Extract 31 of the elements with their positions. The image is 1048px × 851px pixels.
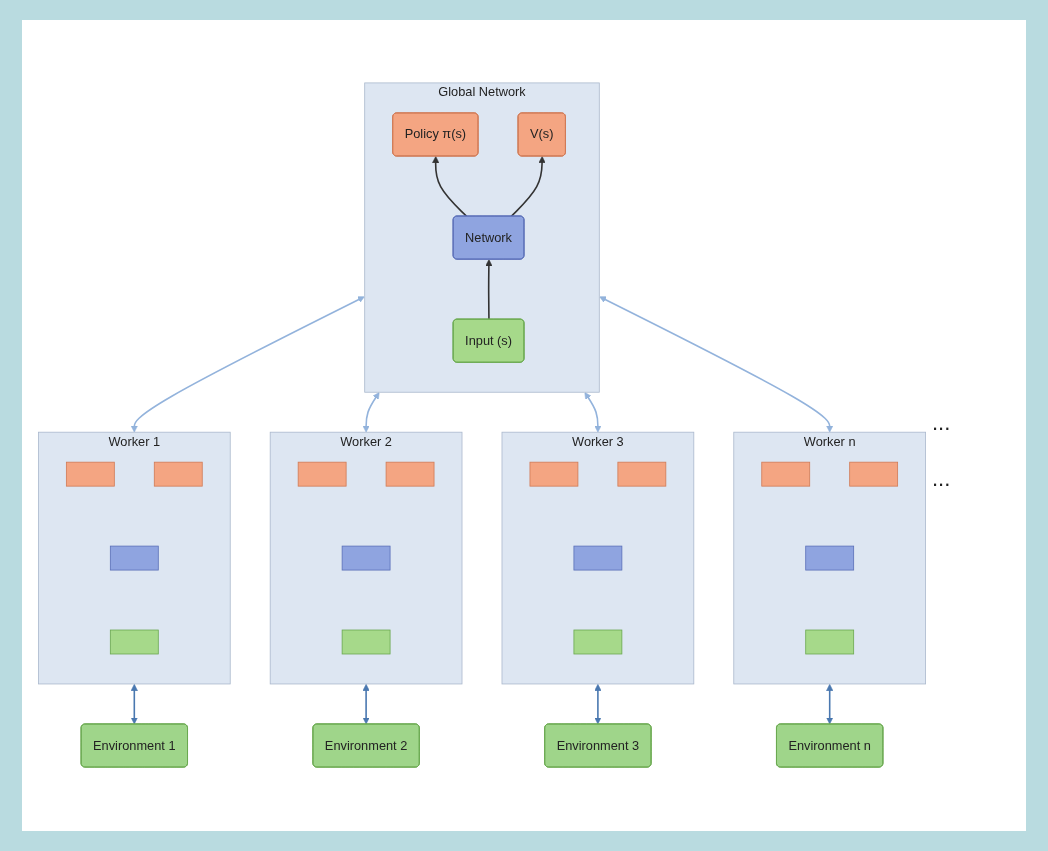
node-box [849,461,899,487]
node-box [761,461,811,487]
cluster: Worker 2 [269,431,463,685]
node-box [805,545,855,571]
arrow [362,392,380,433]
arrow [594,683,602,725]
arrow [584,392,602,433]
node-box [109,629,159,655]
node-box [109,545,159,571]
node-box [529,461,579,487]
node-box [341,629,391,655]
node-box [573,545,623,571]
node-box [341,545,391,571]
ellipsis: ... [932,410,952,436]
arrow [130,683,138,725]
node-box [573,629,623,655]
arrow [362,683,370,725]
node-box [385,461,435,487]
cluster: Worker 1 [38,431,231,685]
arrow [130,296,365,433]
node-box [153,461,203,487]
ellipsis: ... [932,466,952,492]
node-box [617,461,667,487]
cluster: Worker n [733,431,926,685]
cluster: Worker 3 [501,431,695,685]
node-box [65,461,115,487]
arrow [826,683,834,725]
node-box [297,461,347,487]
arrow [599,296,834,433]
node-box [805,629,855,655]
arrow [485,259,493,321]
